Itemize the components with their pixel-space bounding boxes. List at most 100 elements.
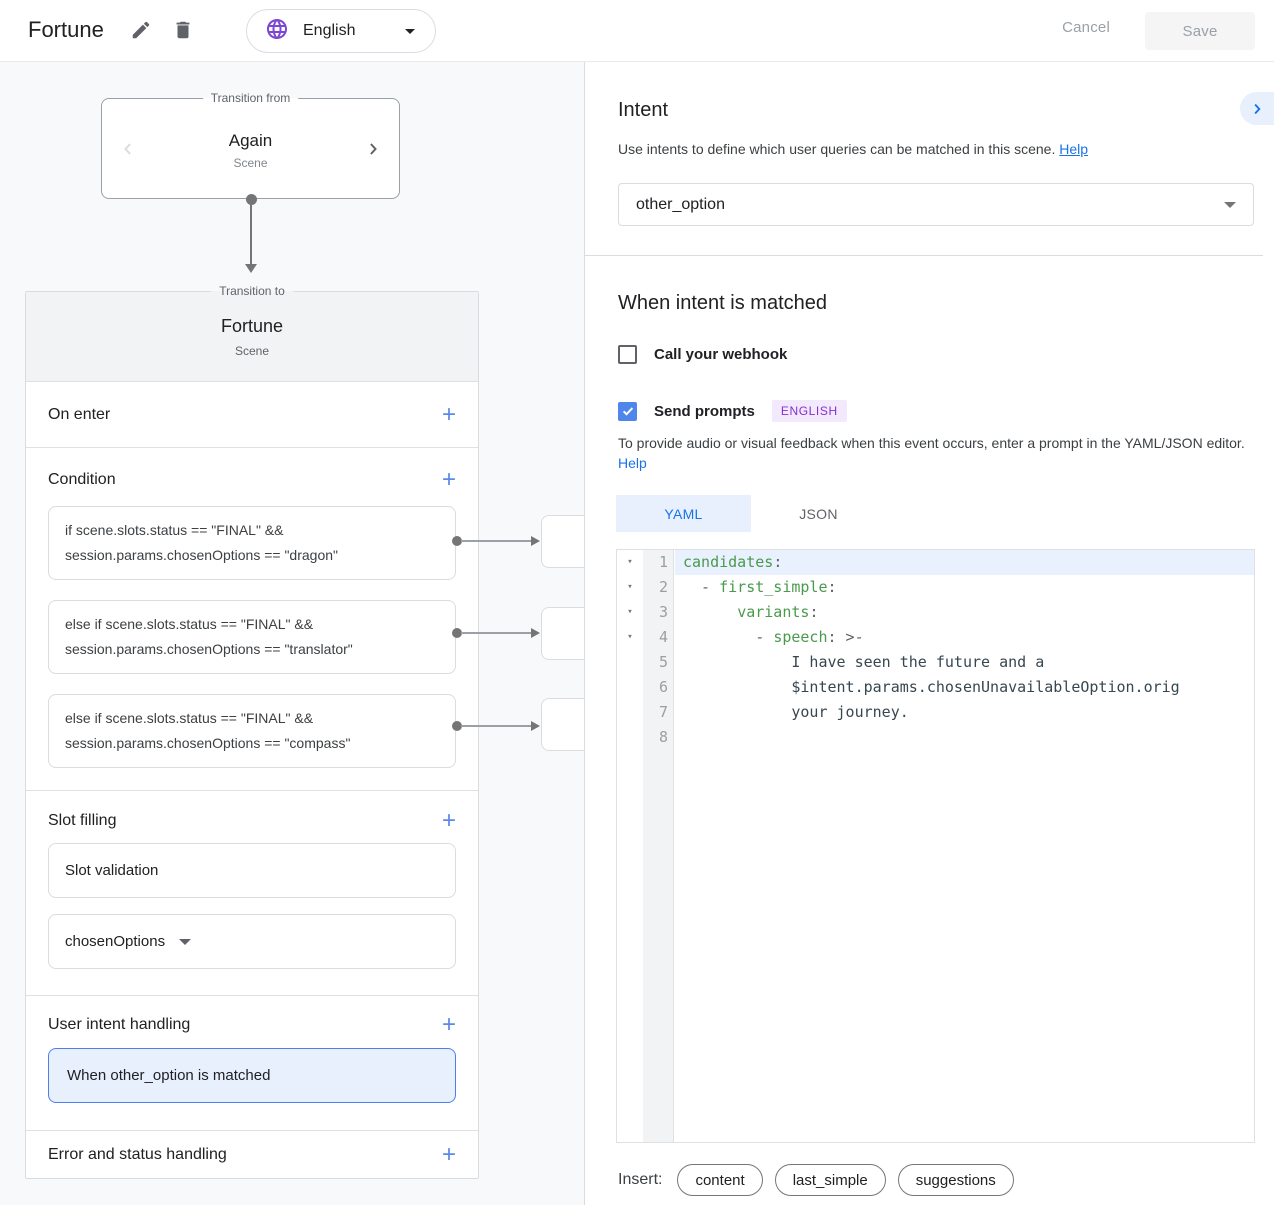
code-line-text: your journey.	[683, 703, 909, 721]
transition-from-type: Scene	[233, 156, 268, 170]
editor-line[interactable]: 8	[617, 725, 1254, 750]
cancel-button[interactable]: Cancel	[1062, 19, 1110, 36]
line-number: 1	[658, 553, 668, 571]
send-prompts-checkbox[interactable]	[618, 401, 637, 421]
edit-icon[interactable]	[130, 19, 154, 43]
error-status-label: Error and status handling	[48, 1146, 227, 1163]
tab-yaml[interactable]: YAML	[616, 495, 751, 532]
save-button[interactable]: Save	[1145, 12, 1255, 50]
add-slot-button[interactable]: +	[441, 807, 456, 834]
line-number: 2	[658, 578, 668, 596]
insert-last-simple-chip[interactable]: last_simple	[774, 1164, 886, 1196]
user-intent-label: User intent handling	[48, 1016, 191, 1033]
insert-label: Insert:	[618, 1171, 663, 1188]
connector-line	[461, 725, 532, 727]
transition-target-stub[interactable]	[541, 698, 584, 751]
check-icon	[622, 407, 633, 416]
condition-text: session.params.chosenOptions == "transla…	[65, 641, 353, 657]
slot-validation-item[interactable]: Slot validation	[48, 843, 456, 898]
add-on-enter-button[interactable]: +	[441, 401, 456, 428]
tab-json[interactable]: JSON	[751, 495, 886, 532]
condition-text: if scene.slots.status == "FINAL" &&	[65, 522, 284, 538]
error-status-section: Error and status handling +	[26, 1130, 478, 1178]
insert-toolbar: Insert: content last_simple suggestions	[618, 1164, 1014, 1196]
chevron-down-icon	[179, 938, 192, 945]
code-line-text: $intent.params.chosenUnavailableOption.o…	[683, 678, 1180, 696]
matched-section-title: When intent is matched	[618, 292, 827, 314]
collapse-panel-button[interactable]	[1240, 92, 1274, 125]
transition-from-name: Again	[228, 131, 273, 150]
transition-to-legend: Transition to	[211, 284, 293, 298]
chevron-left-icon[interactable]	[116, 137, 140, 161]
insert-suggestions-chip[interactable]: suggestions	[897, 1164, 1014, 1196]
fold-toggle-icon[interactable]: ▾	[627, 582, 633, 592]
on-enter-label: On enter	[48, 406, 111, 423]
connector-dot	[452, 536, 462, 546]
connector-dot	[246, 194, 257, 205]
prompts-description-text: To provide audio or visual feedback when…	[618, 435, 1245, 451]
condition-item[interactable]: else if scene.slots.status == "FINAL" &&…	[48, 600, 456, 674]
editor-line[interactable]: 6 $intent.params.chosenUnavailableOption…	[617, 675, 1254, 700]
transition-from-legend: Transition from	[202, 91, 299, 105]
fold-spacer	[617, 700, 643, 725]
panel-title: Intent	[618, 99, 669, 121]
fold-toggle-icon[interactable]: ▾	[627, 632, 633, 642]
slot-filling-section: Slot filling + Slot validation chosenOpt…	[26, 790, 478, 995]
connector-line	[461, 632, 532, 634]
condition-item[interactable]: if scene.slots.status == "FINAL" && sess…	[48, 506, 456, 580]
fold-toggle-icon[interactable]: ▾	[627, 557, 633, 567]
connector-arrowhead	[531, 628, 540, 638]
help-link[interactable]: Help	[1059, 141, 1089, 157]
intent-select[interactable]: other_option	[618, 183, 1254, 226]
fold-spacer	[617, 675, 643, 700]
editor-line[interactable]: ▾2 - first_simple:	[617, 575, 1254, 600]
connector-arrowhead	[245, 264, 257, 273]
condition-text: session.params.chosenOptions == "compass…	[65, 735, 351, 751]
language-selector[interactable]: English	[246, 9, 436, 53]
globe-icon	[265, 17, 289, 46]
panel-description: Use intents to define which user queries…	[618, 139, 1218, 159]
webhook-checkbox[interactable]	[618, 345, 637, 364]
chevron-down-icon	[1224, 201, 1236, 208]
code-line-text: I have seen the future and a	[683, 653, 1045, 671]
add-intent-handler-button[interactable]: +	[441, 1011, 456, 1038]
slot-name-label: chosenOptions	[65, 933, 166, 950]
section-divider	[585, 255, 1263, 256]
condition-text: session.params.chosenOptions == "dragon"	[65, 547, 338, 563]
chevron-right-icon[interactable]	[361, 137, 385, 161]
delete-icon[interactable]	[172, 19, 196, 43]
connector-line	[250, 202, 252, 265]
user-intent-section: User intent handling + When other_option…	[26, 995, 478, 1130]
code-line-text: variants:	[737, 603, 819, 621]
slot-item[interactable]: chosenOptions	[48, 914, 456, 969]
editor-line[interactable]: ▾3 variants:	[617, 600, 1254, 625]
intent-select-value: other_option	[636, 195, 725, 213]
scene-type: Scene	[234, 344, 270, 358]
editor-line[interactable]: ▾4 - speech: >-	[617, 625, 1254, 650]
fold-spacer	[617, 725, 643, 750]
scene-card-header: Fortune Scene	[26, 292, 478, 381]
connector-arrowhead	[531, 721, 540, 731]
language-label: English	[303, 22, 356, 39]
editor-tabs: YAML JSON	[616, 495, 886, 532]
add-condition-button[interactable]: +	[441, 466, 456, 493]
editor-line[interactable]: 5 I have seen the future and a	[617, 650, 1254, 675]
add-error-handler-button[interactable]: +	[441, 1141, 456, 1168]
line-number: 5	[658, 653, 668, 671]
insert-content-chip[interactable]: content	[677, 1164, 763, 1196]
help-link[interactable]: Help	[618, 455, 647, 471]
fold-toggle-icon[interactable]: ▾	[627, 607, 633, 617]
editor-line[interactable]: 7 your journey.	[617, 700, 1254, 725]
transition-from-card[interactable]: Transition from Again Scene	[101, 91, 400, 199]
transition-target-stub[interactable]	[541, 607, 584, 660]
condition-item[interactable]: else if scene.slots.status == "FINAL" &&…	[48, 694, 456, 768]
fold-spacer	[617, 650, 643, 675]
line-number: 6	[658, 678, 668, 696]
intent-handler-item-selected[interactable]: When other_option is matched	[48, 1048, 456, 1103]
condition-label: Condition	[48, 471, 116, 488]
transition-target-stub[interactable]	[541, 515, 584, 568]
scene-graph-canvas: Transition from Again Scene Transition t…	[0, 62, 584, 1205]
